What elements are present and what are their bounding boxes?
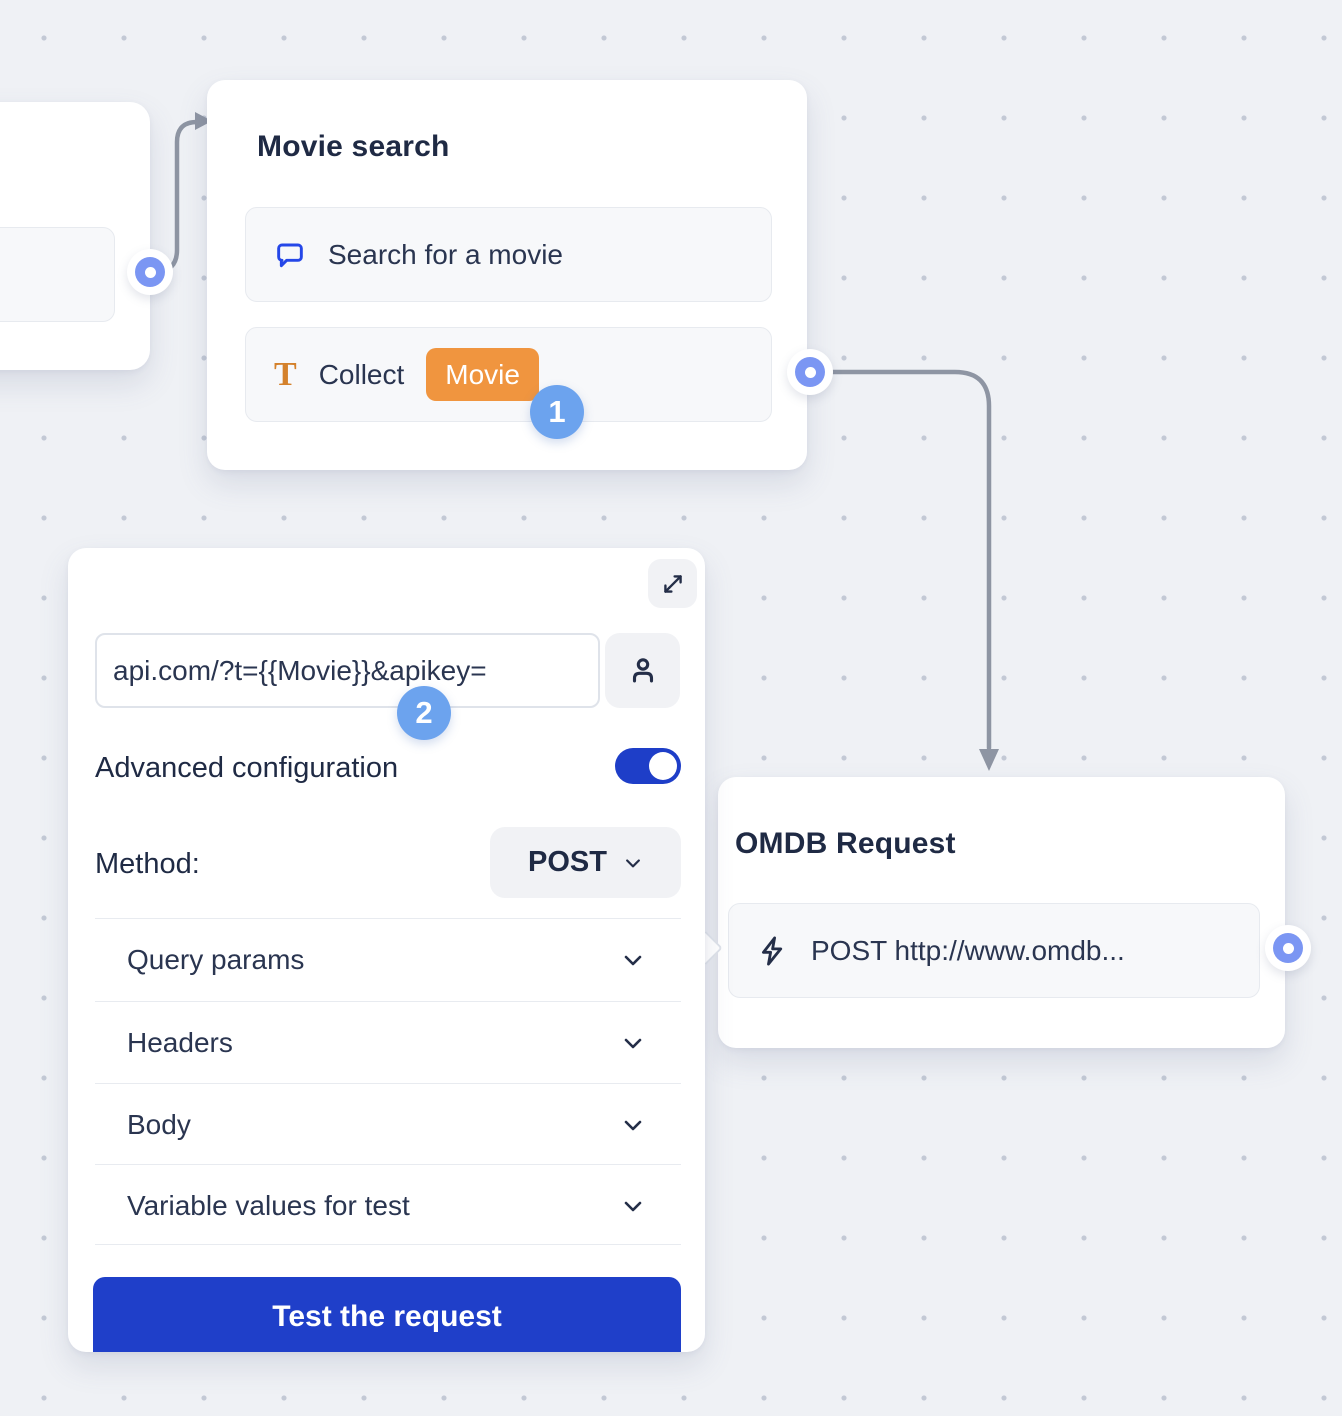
output-port-omdb[interactable] [1265,925,1311,971]
block-label: Search for a movie [328,239,563,271]
omdb-request-node-card[interactable]: OMDB Request POST http://www.omdb... [718,777,1285,1048]
section-label: Body [127,1109,191,1141]
method-dropdown[interactable]: POST [490,827,681,898]
section-label: Variable values for test [127,1190,410,1222]
section-variable-values[interactable]: Variable values for test [95,1165,681,1247]
text-input-icon: T [274,358,297,392]
chat-bubble-icon [274,239,306,271]
chevron-down-icon [621,948,645,972]
output-port-partial-node[interactable] [127,249,173,295]
url-value: api.com/?t={{Movie}}&apikey= [113,655,487,687]
chevron-down-icon [621,1031,645,1055]
step-badge-2: 2 [397,686,451,740]
webhook-settings-panel: api.com/?t={{Movie}}&apikey= Advanced co… [68,548,705,1352]
advanced-configuration-toggle[interactable] [615,748,681,784]
node-title: Movie search [257,130,450,164]
partial-node-row[interactable] [0,227,115,322]
url-input[interactable]: api.com/?t={{Movie}}&apikey= [95,633,600,708]
block-label: POST http://www.omdb... [811,935,1125,967]
method-label: Method: [95,848,200,881]
chevron-down-icon [623,853,643,873]
section-query-params[interactable]: Query params [95,919,681,1001]
chevron-down-icon [621,1194,645,1218]
divider [95,1244,681,1245]
collect-variable-block[interactable]: T Collect Movie [245,327,772,422]
lightning-icon [757,935,789,967]
block-label: Collect [319,359,405,391]
person-icon [626,654,660,688]
chevron-down-icon [621,1113,645,1137]
node-title: OMDB Request [735,827,956,861]
insert-variable-button[interactable] [605,633,680,708]
partial-node-card[interactable] [0,102,150,370]
output-port-movie-search[interactable] [787,349,833,395]
expand-diagonal-icon [660,571,686,597]
message-block-search-for-movie[interactable]: Search for a movie [245,207,772,302]
section-headers[interactable]: Headers [95,1002,681,1084]
variable-chip-movie[interactable]: Movie [426,348,539,401]
wire-movie-to-omdb [824,372,989,748]
section-body[interactable]: Body [95,1084,681,1166]
method-value: POST [528,846,607,879]
wire-into-movie-search [152,122,198,272]
movie-search-node-card[interactable]: Movie search Search for a movie T Collec… [207,80,807,470]
test-request-button[interactable]: Test the request [93,1277,681,1352]
expand-button[interactable] [648,559,697,608]
section-label: Query params [127,944,304,976]
webhook-block-post[interactable]: POST http://www.omdb... [728,903,1260,998]
advanced-configuration-label: Advanced configuration [95,752,398,785]
arrowhead-down-icon [979,749,999,771]
step-badge-1: 1 [530,385,584,439]
section-label: Headers [127,1027,233,1059]
